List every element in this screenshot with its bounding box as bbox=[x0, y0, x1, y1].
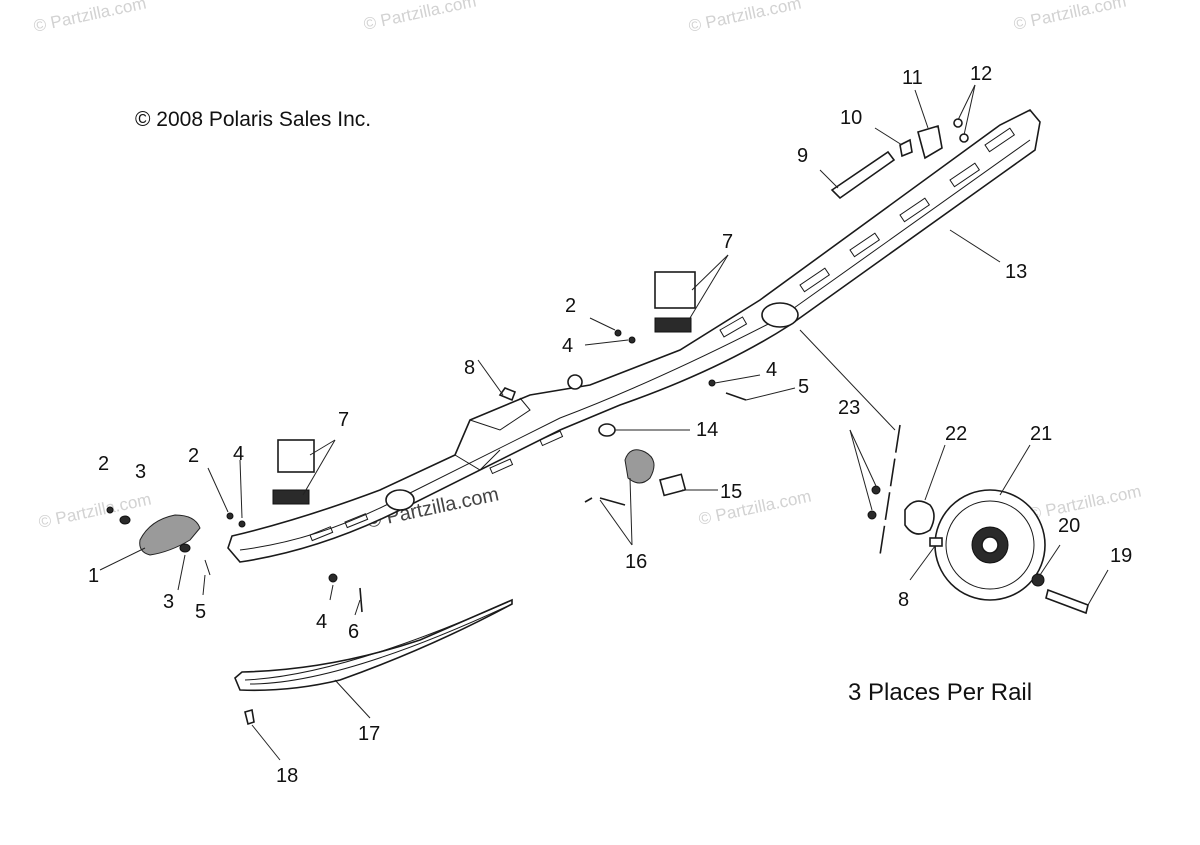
copyright-text: © 2008 Polaris Sales Inc. bbox=[135, 108, 371, 131]
callout-6: 6 bbox=[348, 621, 359, 643]
callout-8: 8 bbox=[898, 589, 909, 611]
part-20-washer bbox=[1031, 573, 1045, 587]
callout-4: 4 bbox=[562, 335, 573, 357]
callout-19: 19 bbox=[1110, 545, 1132, 567]
callout-5: 5 bbox=[798, 376, 809, 398]
part-2-nut bbox=[614, 329, 622, 337]
part-3-washer-top bbox=[119, 515, 131, 525]
callout-23: 23 bbox=[838, 397, 860, 419]
part-5-bolt bbox=[725, 392, 747, 401]
part-12-screw bbox=[959, 133, 969, 143]
part-1-end-cap bbox=[139, 514, 201, 556]
part-12-screw bbox=[953, 118, 963, 128]
part-10-nut bbox=[899, 138, 913, 158]
callout-18: 18 bbox=[276, 765, 298, 787]
callout-7: 7 bbox=[722, 231, 733, 253]
callout-12: 12 bbox=[970, 63, 992, 85]
callouts: 1 2 3 2 4 3 5 4 6 7 7 2 4 8 4 5 14 15 16… bbox=[88, 63, 1132, 787]
callout-20: 20 bbox=[1058, 515, 1080, 537]
callout-16: 16 bbox=[625, 551, 647, 573]
leader-lines bbox=[99, 84, 1109, 761]
callout-11: 11 bbox=[902, 67, 923, 89]
note-text: 3 Places Per Rail bbox=[848, 679, 1032, 706]
part-8-pin bbox=[498, 387, 517, 402]
part-15-spacer bbox=[659, 473, 687, 497]
watermark: © Partzilla.com bbox=[1012, 0, 1128, 34]
callout-4: 4 bbox=[316, 611, 327, 633]
callout-13: 13 bbox=[1005, 261, 1027, 283]
part-11-bracket bbox=[917, 124, 943, 160]
part-2-nut bbox=[106, 506, 114, 514]
part-3-washer bbox=[179, 543, 191, 553]
callout-8: 8 bbox=[464, 357, 475, 379]
watermark: © Partzilla.com bbox=[1027, 482, 1143, 524]
part-5-bolt bbox=[204, 559, 211, 576]
part-19-axle bbox=[1045, 588, 1089, 615]
part-2-nut bbox=[226, 512, 234, 520]
part-14-washer bbox=[598, 423, 616, 437]
callout-2: 2 bbox=[565, 295, 576, 317]
watermark: © Partzilla.com bbox=[697, 487, 813, 529]
watermark: © Partzilla.com bbox=[687, 0, 803, 36]
watermark: © Partzilla.com bbox=[37, 490, 153, 532]
callout-5: 5 bbox=[195, 601, 206, 623]
callout-2: 2 bbox=[188, 445, 199, 467]
part-16-wheel-bracket bbox=[624, 449, 655, 484]
part-9-bolt bbox=[830, 150, 896, 200]
part-22-hub bbox=[904, 500, 935, 535]
part-4-washer bbox=[708, 379, 716, 387]
part-4-washer bbox=[628, 336, 636, 344]
part-16-clip bbox=[584, 497, 593, 503]
callout-22: 22 bbox=[945, 423, 967, 445]
callout-7: 7 bbox=[338, 409, 349, 431]
callout-9: 9 bbox=[797, 145, 808, 167]
callout-2: 2 bbox=[98, 453, 109, 475]
wear-strip bbox=[234, 598, 513, 692]
part-8-pin bbox=[929, 537, 943, 547]
callout-4: 4 bbox=[766, 359, 777, 381]
callout-4: 4 bbox=[233, 443, 244, 465]
callout-3: 3 bbox=[135, 461, 146, 483]
part-7-bumper-lower bbox=[272, 439, 315, 505]
part-23-nut bbox=[867, 510, 877, 520]
callout-21: 21 bbox=[1030, 423, 1052, 445]
part-4-washer bbox=[328, 573, 338, 583]
callout-14: 14 bbox=[696, 419, 718, 441]
part-6-bolt bbox=[359, 587, 363, 613]
part-16-pin bbox=[599, 497, 626, 506]
callout-15: 15 bbox=[720, 481, 742, 503]
slide-rail bbox=[227, 109, 1041, 563]
callout-17: 17 bbox=[358, 723, 380, 745]
watermark: © Partzilla.com bbox=[362, 0, 478, 34]
part-7-bumper-upper bbox=[654, 271, 696, 333]
callout-10: 10 bbox=[840, 107, 862, 129]
idler-wheel-assembly bbox=[867, 424, 1089, 615]
callout-1: 1 bbox=[88, 565, 99, 587]
callout-3: 3 bbox=[163, 591, 174, 613]
part-18-rivet bbox=[244, 708, 255, 726]
watermark: © Partzilla.com bbox=[32, 0, 148, 36]
part-4-washer bbox=[238, 520, 246, 528]
part-23-nut bbox=[871, 485, 881, 495]
